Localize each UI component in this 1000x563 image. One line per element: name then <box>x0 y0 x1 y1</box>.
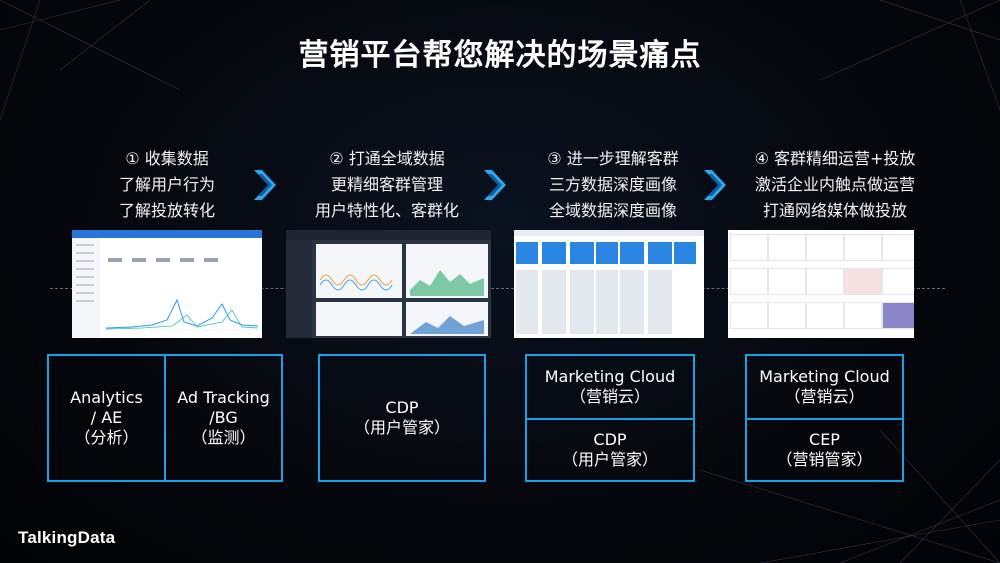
column-3-text: ③ 进一步理解客群 三方数据深度画像 全域数据深度画像 <box>508 146 718 224</box>
ad-tracking-box-label: Ad Tracking /BG （监测） <box>177 388 270 447</box>
column-1-line-2: 了解用户行为 <box>118 175 215 194</box>
cdp-box-label: CDP （用户管家） <box>353 398 450 437</box>
chevron-right-icon <box>484 170 506 200</box>
cdp-box-2: CDP （用户管家） <box>525 418 695 482</box>
column-4-line-3: 打通网络媒体做投放 <box>762 201 907 220</box>
dashed-divider <box>50 288 945 289</box>
column-4-text: ④ 客群精细运营+投放 激活企业内触点做运营 打通网络媒体做投放 <box>730 146 940 224</box>
media-logo-tile <box>844 268 882 295</box>
column-3-line-3: 全域数据深度画像 <box>548 201 677 220</box>
media-logo-tile <box>844 302 882 329</box>
talkingdata-logo: TalkingData <box>18 528 116 547</box>
chevron-right-icon <box>704 170 726 200</box>
media-logo-tile <box>768 234 806 261</box>
media-logo-tile <box>806 268 844 295</box>
cep-box: CEP （营销管家） <box>745 418 904 482</box>
analytics-box: Analytics / AE （分析） <box>47 354 166 482</box>
media-logo-tile <box>806 302 844 329</box>
column-2-text: ② 打通全域数据 更精细客群管理 用户特性化、客群化 <box>282 146 492 224</box>
media-logo-tile <box>768 268 806 295</box>
cdp-box-2-label: CDP （用户管家） <box>561 430 658 469</box>
marketing-cloud-box-label: Marketing Cloud （营销云） <box>544 367 676 406</box>
column-2-line-3: 用户特性化、客群化 <box>314 201 459 220</box>
page-title: 营销平台帮您解决的场景痛点 <box>298 38 702 73</box>
marketing-cloud-screenshot <box>514 230 704 338</box>
cep-box-label: CEP （营销管家） <box>776 430 873 469</box>
column-1-line-1: ① 收集数据 <box>125 149 209 168</box>
column-4-line-1: ④ 客群精细运营+投放 <box>754 149 916 168</box>
column-3-line-1: ③ 进一步理解客群 <box>547 149 679 168</box>
column-2-line-1: ② 打通全域数据 <box>329 149 445 168</box>
media-logo-tile <box>882 302 914 329</box>
cdp-box: CDP （用户管家） <box>318 354 486 482</box>
analytics-box-label: Analytics / AE （分析） <box>70 388 143 447</box>
media-logo-tile <box>806 234 844 261</box>
media-logos-screenshot <box>728 230 914 338</box>
media-logo-tile <box>730 302 768 329</box>
media-logo-tile <box>730 268 768 295</box>
marketing-cloud-box: Marketing Cloud （营销云） <box>525 354 695 420</box>
media-logo-tile <box>768 302 806 329</box>
media-logo-tile <box>844 234 882 261</box>
column-3-line-2: 三方数据深度画像 <box>548 175 677 194</box>
marketing-cloud-box-2-label: Marketing Cloud （营销云） <box>759 367 890 406</box>
media-logo-tile <box>882 268 914 295</box>
analytics-screenshot <box>72 230 262 338</box>
marketing-cloud-box-2: Marketing Cloud （营销云） <box>745 354 904 420</box>
column-1-line-3: 了解投放转化 <box>118 201 215 220</box>
column-1-text: ① 收集数据 了解用户行为 了解投放转化 <box>62 146 272 224</box>
column-4-line-2: 激活企业内触点做运营 <box>754 175 915 194</box>
cdp-screenshot <box>286 230 491 338</box>
column-2-line-2: 更精细客群管理 <box>330 175 443 194</box>
chevron-right-icon <box>254 170 276 200</box>
ad-tracking-box: Ad Tracking /BG （监测） <box>164 354 283 482</box>
media-logo-tile <box>882 234 914 261</box>
media-logo-tile <box>730 234 768 261</box>
